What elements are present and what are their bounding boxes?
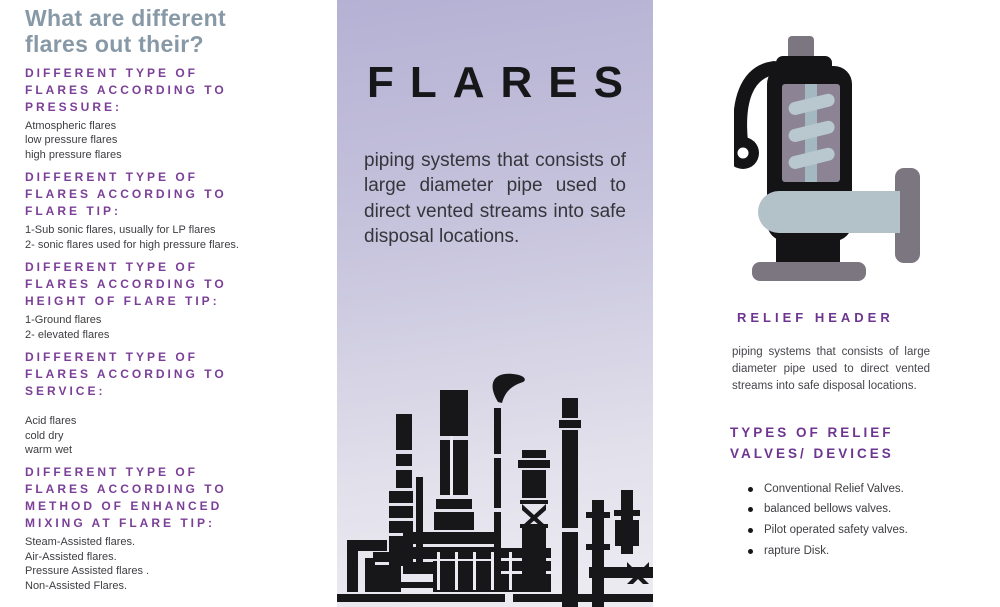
valve-lever [733, 61, 781, 149]
valve-flange [895, 168, 920, 263]
left-column: What are different flares out their? DIF… [25, 5, 265, 593]
section-heading: DIFFERENT TYPE OF FLARES ACCORDING TO SE… [25, 350, 227, 399]
list-item: Atmospheric flares [25, 119, 117, 132]
list-item: 1-Sub sonic flares, usually for LP flare… [25, 224, 216, 237]
list-item: 1-Ground flares [25, 314, 102, 327]
list-item: Conventional Relief Valves. [748, 479, 938, 500]
list-item: 2- sonic flares used for high pressure f… [25, 238, 239, 251]
relief-valve-types-list: Conventional Relief Valves. balanced bel… [748, 479, 938, 562]
relief-valve-types-title: TYPES OF RELIEF VALVES/ DEVICES [730, 425, 894, 461]
flares-description: piping systems that consists of large di… [364, 150, 626, 247]
valve-base [752, 262, 866, 281]
relief-valve-illustration [727, 36, 920, 281]
section-heading: DIFFERENT TYPE OF FLARES ACCORDING TO ME… [25, 465, 227, 531]
refinery-flare-illustration [337, 373, 653, 607]
section-pressure: DIFFERENT TYPE OF FLARES ACCORDING TO PR… [25, 65, 265, 162]
flame-icon [492, 373, 525, 403]
section-heading: DIFFERENT TYPE OF FLARES ACCORDING TO HE… [25, 260, 227, 309]
center-panel: FLARES piping systems that consists of l… [337, 0, 653, 607]
flares-title: FLARES [367, 58, 639, 107]
valve-spring [788, 93, 835, 169]
page-title: What are different flares out their? [25, 5, 226, 58]
list-item: 2- elevated flares [25, 328, 110, 341]
list-item: Air-Assisted flares. [25, 550, 117, 563]
list-item: cold dry [25, 429, 64, 442]
section-items: 1-Sub sonic flares, usually for LP flare… [25, 223, 265, 252]
list-item: low pressure flares [25, 134, 118, 147]
valve-pipe [758, 191, 900, 233]
list-item: Pressure Assisted flares . [25, 565, 150, 578]
right-column: RELIEF HEADER piping systems that consis… [727, 36, 938, 562]
section-service: DIFFERENT TYPE OF FLARES ACCORDING TO SE… [25, 349, 265, 457]
list-item: high pressure flares [25, 148, 122, 161]
section-items: Steam-Assisted flares. Air-Assisted flar… [25, 535, 265, 593]
list-item: rapture Disk. [748, 541, 938, 562]
section-heading: DIFFERENT TYPE OF FLARES ACCORDING TO FL… [25, 170, 227, 219]
list-item: Steam-Assisted flares. [25, 536, 136, 549]
list-item: balanced bellows valves. [748, 499, 938, 520]
relief-header-title: RELIEF HEADER [737, 310, 894, 325]
list-item: Pilot operated safety valves. [748, 520, 938, 541]
section-items: Atmospheric flares low pressure flares h… [25, 119, 265, 162]
list-item: Acid flares [25, 415, 77, 428]
section-flare-tip: DIFFERENT TYPE OF FLARES ACCORDING TO FL… [25, 169, 265, 252]
relief-header-description: piping systems that consists of large di… [732, 345, 930, 393]
section-items: 1-Ground flares 2- elevated flares [25, 313, 265, 342]
section-mixing: DIFFERENT TYPE OF FLARES ACCORDING TO ME… [25, 464, 265, 593]
section-height: DIFFERENT TYPE OF FLARES ACCORDING TO HE… [25, 259, 265, 342]
section-items: Acid flares cold dry warm wet [25, 414, 265, 457]
list-item: Non-Assisted Flares. [25, 579, 128, 592]
section-heading: DIFFERENT TYPE OF FLARES ACCORDING TO PR… [25, 65, 227, 114]
list-item: warm wet [25, 443, 73, 456]
